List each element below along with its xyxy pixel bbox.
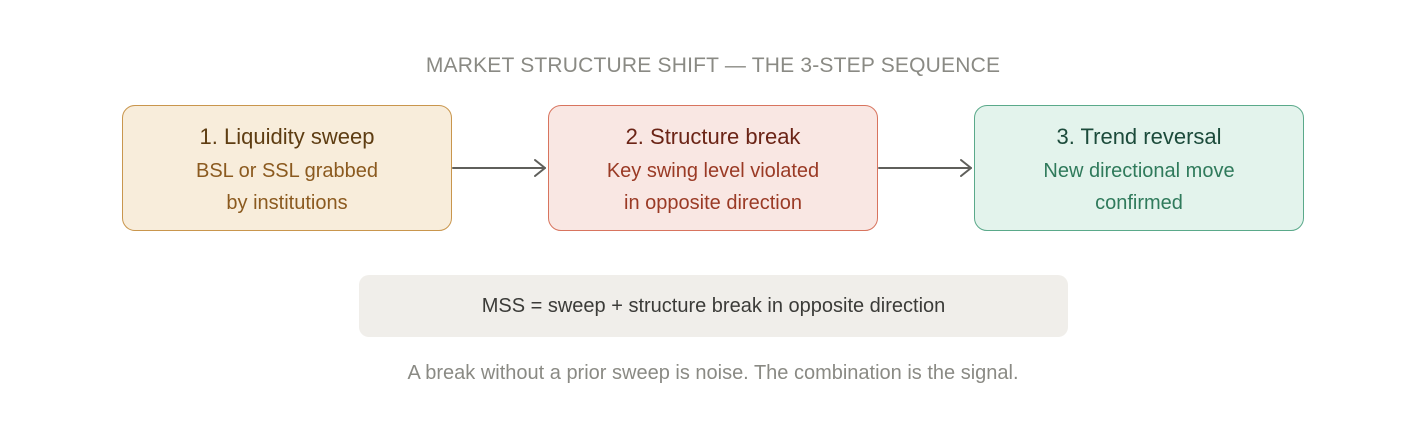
- step-description-line: Key swing level violated: [606, 160, 820, 182]
- mss-formula-box: MSS = sweep + structure break in opposit…: [359, 275, 1068, 337]
- step-description: BSL or SSL grabbed by institutions: [123, 155, 451, 219]
- arrow-step1-to-step2: [452, 159, 546, 177]
- step-heading: 1. Liquidity sweep: [199, 124, 375, 149]
- step-description-line: by institutions: [226, 192, 348, 214]
- footnote: A break without a prior sweep is noise. …: [407, 362, 1019, 384]
- step-description: Key swing level violated in opposite dir…: [549, 155, 877, 219]
- step-liquidity-sweep: 1. Liquidity sweep BSL or SSL grabbed by…: [122, 105, 452, 231]
- step-heading: 2. Structure break: [625, 124, 801, 149]
- step-trend-reversal: 3. Trend reversal New directional move c…: [974, 105, 1304, 231]
- step-description-line: confirmed: [1095, 192, 1183, 214]
- step-description-line: in opposite direction: [624, 192, 802, 214]
- arrow-step2-to-step3: [878, 159, 972, 177]
- step-description-line: BSL or SSL grabbed: [196, 160, 378, 182]
- diagram-title: MARKET STRUCTURE SHIFT — THE 3-STEP SEQU…: [425, 54, 1001, 77]
- step-heading: 3. Trend reversal: [1056, 124, 1222, 149]
- step-structure-break: 2. Structure break Key swing level viola…: [548, 105, 878, 231]
- step-description-line: New directional move: [1043, 160, 1235, 182]
- step-description: New directional move confirmed: [975, 155, 1303, 219]
